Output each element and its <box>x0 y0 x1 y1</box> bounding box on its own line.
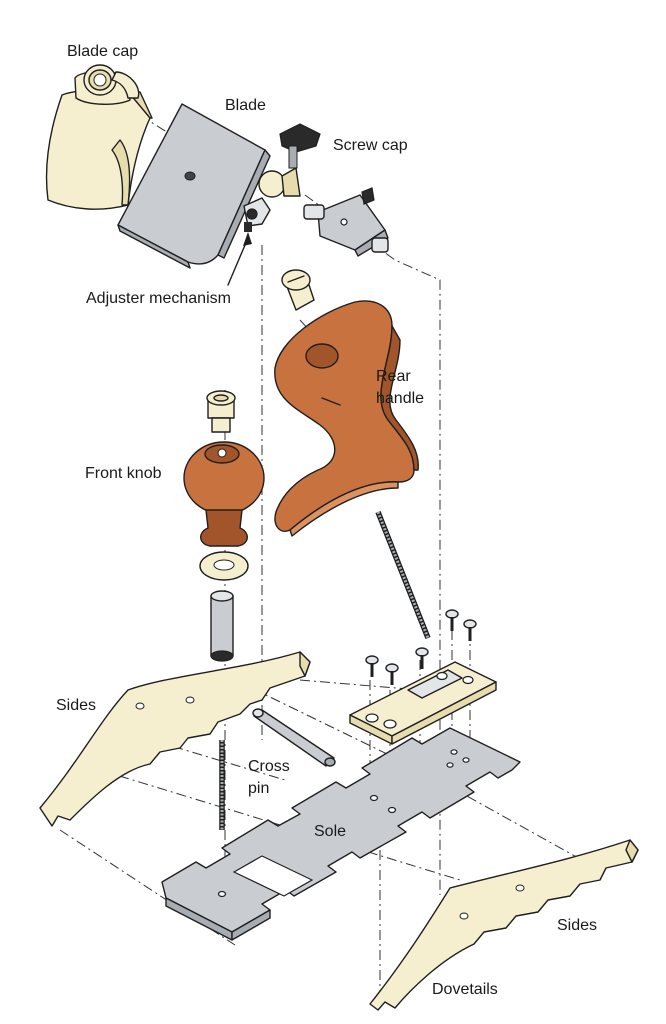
front-knob <box>183 441 265 547</box>
label-blade: Blade <box>225 97 266 114</box>
front-knob-nut <box>206 390 236 433</box>
handle-rod <box>375 510 431 640</box>
label-screw-cap: Screw cap <box>333 137 408 154</box>
cross-pin <box>252 708 336 767</box>
blade-cap <box>45 64 153 210</box>
label-sole: Sole <box>314 823 347 840</box>
front-knob-washer <box>199 551 249 581</box>
label-dovetails: Dovetails <box>432 981 498 998</box>
screws <box>365 609 477 685</box>
bed-plate <box>349 661 497 745</box>
left-side <box>39 651 311 827</box>
rear-handle <box>274 300 419 537</box>
adjuster-mechanism <box>243 187 389 257</box>
label-rear-handle-line1: Rear <box>376 368 411 385</box>
blade <box>117 103 271 269</box>
adjuster-arrow <box>227 232 252 286</box>
label-sides-right: Sides <box>557 917 598 934</box>
screw-cap <box>258 123 321 198</box>
front-knob-ferrule <box>210 590 234 662</box>
label-sides-left: Sides <box>56 697 97 714</box>
label-front-knob: Front knob <box>85 465 162 482</box>
label-blade-cap: Blade cap <box>67 43 139 60</box>
handle-top-nut <box>281 269 315 311</box>
label-rear-handle-line2: handle <box>376 390 425 407</box>
label-adjuster-mechanism: Adjuster mechanism <box>86 290 231 307</box>
leader-lines <box>321 397 341 406</box>
right-side <box>369 839 639 1011</box>
sole <box>161 727 521 941</box>
label-cross-pin-line1: Cross <box>248 758 290 775</box>
label-cross-pin-line2: pin <box>248 780 270 797</box>
